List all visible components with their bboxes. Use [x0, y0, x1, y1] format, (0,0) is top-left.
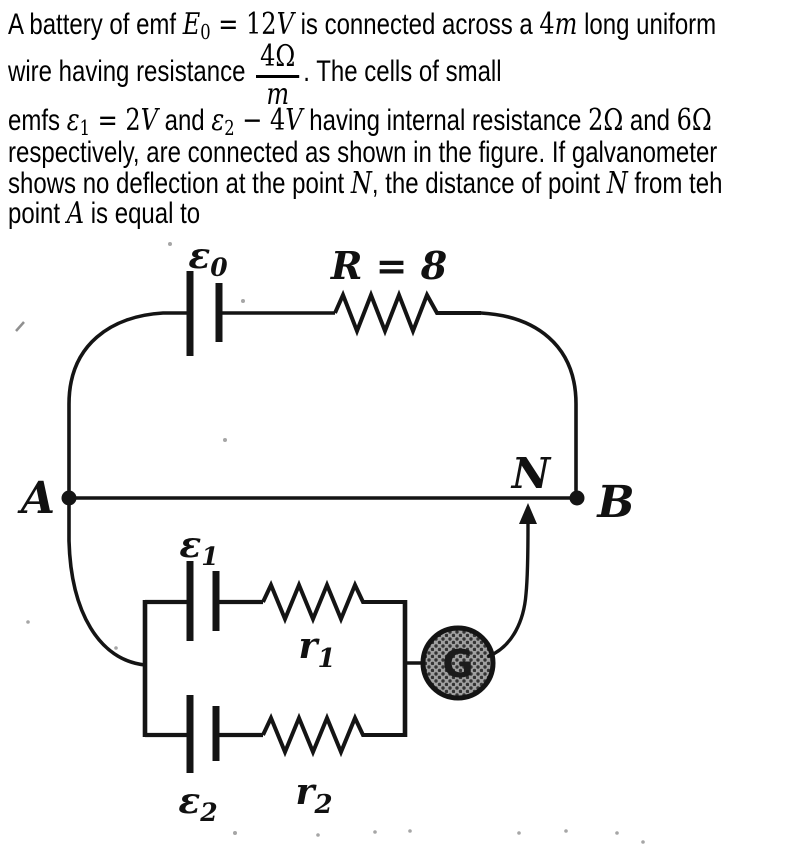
- text-segment: and: [623, 104, 677, 137]
- text-segment: . The cells of small: [303, 55, 502, 88]
- text-segment: V: [276, 7, 294, 42]
- label-B: B: [595, 477, 634, 528]
- text-segment: m: [266, 77, 290, 112]
- text-segment: 4: [539, 7, 555, 42]
- wire-top-right: [479, 311, 578, 492]
- text-segment: E: [182, 7, 201, 42]
- text-segment: 1: [79, 116, 90, 141]
- text-segment: N: [350, 166, 372, 201]
- wire-top-left: [67, 311, 189, 493]
- fraction-numerator: 4Ω: [256, 39, 300, 78]
- label-N: N: [510, 449, 552, 498]
- text-segment: 2Ω: [588, 103, 624, 138]
- label-eps2: ε2: [178, 780, 217, 827]
- label-r1: r1: [298, 625, 335, 674]
- text-segment: 6Ω: [676, 103, 712, 138]
- text-segment: from teh: [627, 167, 723, 200]
- resistor-r1-zigzag: [261, 579, 405, 625]
- problem-line-4: respectively, are connected as shown in …: [8, 136, 717, 170]
- text-segment: 2: [224, 116, 235, 141]
- label-A: A: [17, 473, 55, 524]
- text-segment: respectively, are connected as shown in …: [8, 136, 718, 169]
- terminal-B-dot: [569, 490, 585, 506]
- slider-arrowhead: [519, 503, 537, 524]
- text-segment: having internal resistance: [302, 104, 589, 137]
- text-segment: A battery of emf: [8, 8, 183, 41]
- problem-line-6: point A is equal to: [8, 197, 200, 231]
- scan-noise: [15, 242, 645, 844]
- text-segment: is connected across a: [293, 8, 540, 41]
- galvanometer-body: [420, 625, 496, 701]
- problem-line-3: emfs ε1 = 2V and ε2 − 4V having internal…: [8, 104, 712, 145]
- text-segment: 4Ω: [260, 39, 296, 74]
- text-segment: emfs: [8, 104, 67, 137]
- text-segment: point: [8, 197, 67, 230]
- text-segment: A: [66, 196, 85, 231]
- wire-lower-left: [67, 503, 147, 667]
- resistor-r2-zigzag: [261, 712, 405, 758]
- fraction-denominator: m: [256, 78, 299, 110]
- text-segment: shows no deflection at the point: [8, 167, 351, 200]
- text-segment: m: [554, 7, 578, 42]
- text-segment: is equal to: [84, 197, 201, 230]
- text-segment: V: [285, 103, 303, 138]
- resistor-R-zigzag: [333, 289, 481, 337]
- label-R8: R = 8: [330, 243, 447, 288]
- text-segment: and: [157, 104, 212, 137]
- text-segment: − 4: [234, 103, 286, 138]
- text-segment: = 12: [210, 7, 277, 42]
- text-segment: ε: [211, 103, 225, 138]
- label-G: G: [442, 642, 473, 686]
- text-segment: N: [606, 166, 628, 201]
- text-segment: long uniform: [577, 8, 717, 41]
- text-segment: wire having resistance: [8, 55, 253, 88]
- text-segment: V: [140, 103, 158, 138]
- problem-line-5: shows no deflection at the point N, the …: [8, 167, 722, 201]
- text-segment: , the distance of point: [371, 167, 607, 200]
- wire-galvo-to-slider: [487, 522, 530, 658]
- terminal-A-dot: [61, 490, 77, 506]
- label-r2: r2: [295, 771, 332, 820]
- label-eps1: ε1: [179, 524, 218, 571]
- text-segment: = 2: [89, 103, 141, 138]
- problem-line-1: A battery of emf E0 = 12V is connected a…: [8, 8, 716, 49]
- label-eps0: ε0: [188, 235, 228, 282]
- text-segment: 0: [200, 20, 211, 45]
- text-segment: ε: [66, 103, 80, 138]
